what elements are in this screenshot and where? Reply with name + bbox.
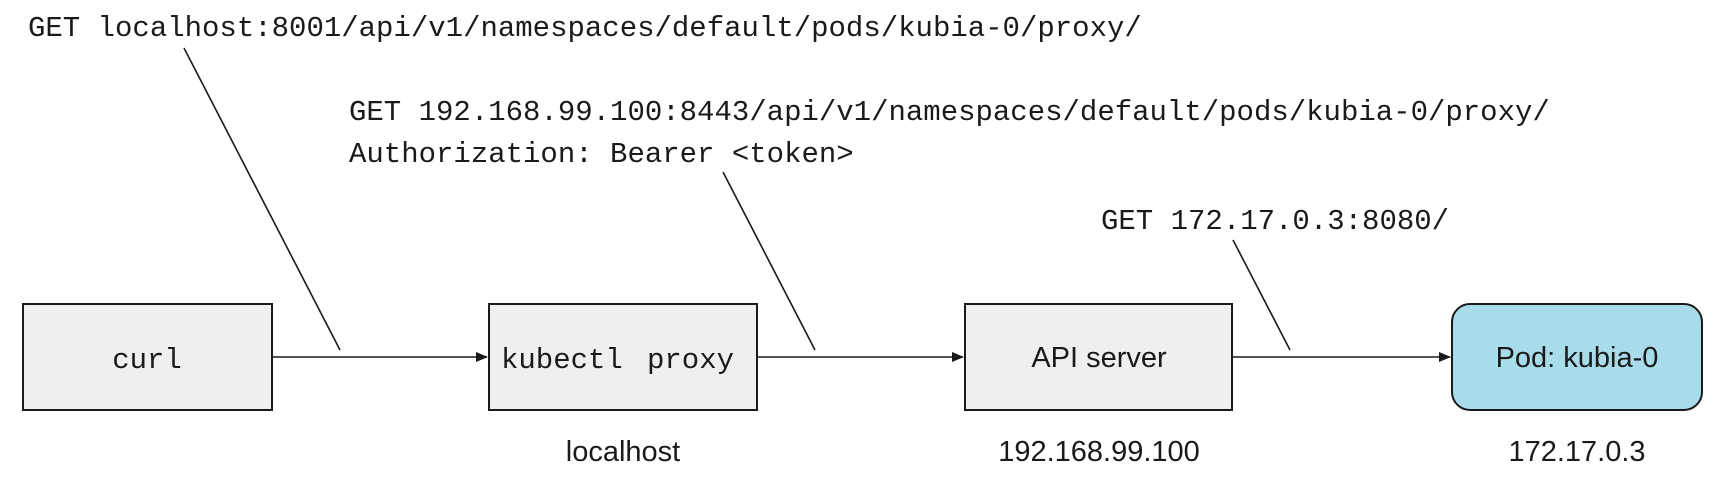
proxy-request-line1: GET 192.168.99.100:8443/api/v1/namespace… <box>349 96 1550 129</box>
api-server-label: API server <box>1031 342 1167 374</box>
api-server-host: 192.168.99.100 <box>998 436 1200 468</box>
proxy-label: proxy <box>647 344 734 377</box>
api-server-box <box>964 303 1233 411</box>
curl-label: curl <box>112 344 182 377</box>
pod-box <box>1451 303 1703 411</box>
kubectl-proxy-box <box>488 303 758 411</box>
kubectl-proxy-host: localhost <box>566 436 680 468</box>
api-request-leader <box>1232 239 1291 351</box>
pod-host: 172.17.0.3 <box>1508 436 1645 468</box>
curl-box <box>22 303 273 411</box>
proxy-request-leader <box>722 171 816 351</box>
kubectl-label: kubectl <box>501 344 623 377</box>
api-request-text: GET 172.17.0.3:8080/ <box>1101 205 1449 238</box>
proxy-request-authorization: Authorization: Bearer <token> <box>349 138 854 171</box>
curl-request-leader <box>183 47 341 351</box>
pod-label: Pod: kubia-0 <box>1496 342 1659 374</box>
curl-request-text: GET localhost:8001/api/v1/namespaces/def… <box>28 12 1142 45</box>
